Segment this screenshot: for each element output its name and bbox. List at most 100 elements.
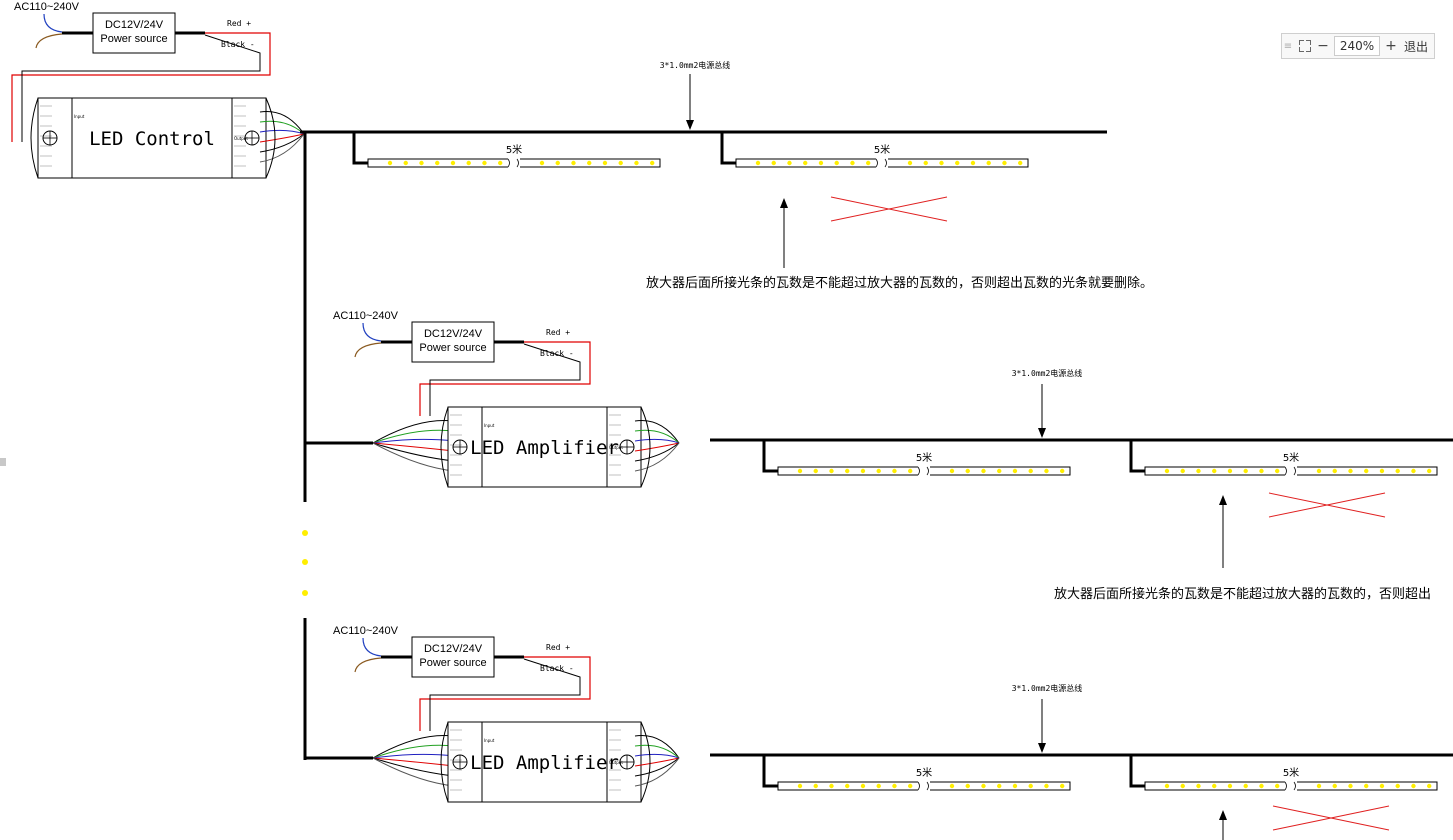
bus-label: 3*1.0mm2电源总线 xyxy=(660,60,731,70)
led-dot xyxy=(787,160,792,166)
black-wire xyxy=(429,343,581,416)
led-dot xyxy=(834,160,839,166)
note-arrow-head xyxy=(780,198,788,208)
led-dot xyxy=(1379,468,1385,474)
led-dot xyxy=(387,160,393,166)
branch-wire xyxy=(720,132,736,165)
output-wire xyxy=(634,442,680,452)
output-wire xyxy=(634,757,680,787)
led-dot xyxy=(539,160,545,166)
led-dot xyxy=(1196,468,1201,474)
led-dot xyxy=(955,160,960,166)
led-dot xyxy=(587,160,592,166)
strip-length-label: 5米 xyxy=(916,451,932,464)
output-wire xyxy=(634,419,680,444)
side-handle[interactable] xyxy=(0,458,6,466)
input-tag: Input xyxy=(74,114,85,119)
power-source-label: Power source xyxy=(419,342,486,354)
led-dot xyxy=(650,160,655,166)
zoom-toolbar: ≡ − 240% + 退出 xyxy=(1281,33,1435,59)
led-dot xyxy=(949,468,955,474)
black-wire xyxy=(429,658,581,731)
led-dot xyxy=(1196,783,1201,789)
output-wire xyxy=(634,744,680,759)
led-dot xyxy=(1012,468,1018,474)
input-wire xyxy=(372,757,455,777)
output-wire xyxy=(634,438,680,444)
led-dot xyxy=(634,160,639,166)
power-source-label: DC12V/24V xyxy=(424,643,483,655)
input-wire xyxy=(372,753,455,759)
black-wire xyxy=(21,34,261,142)
input-wire xyxy=(372,429,455,444)
output-tag: Output xyxy=(234,136,248,141)
branch-wire xyxy=(352,132,368,165)
device-cap xyxy=(440,406,449,488)
zoom-in-button[interactable]: + xyxy=(1385,38,1397,54)
led-dot xyxy=(908,783,913,789)
device-cap xyxy=(30,97,39,179)
led-dot xyxy=(1243,783,1248,789)
continuation-dot xyxy=(302,559,308,565)
led-dot xyxy=(1243,468,1248,474)
input-wire xyxy=(372,757,455,787)
led-dot xyxy=(1332,468,1337,474)
continuation-dot xyxy=(302,530,308,536)
led-dot xyxy=(1427,468,1432,474)
led-dot xyxy=(981,783,986,789)
fit-screen-icon[interactable] xyxy=(1296,37,1314,55)
zoom-level[interactable]: 240% xyxy=(1334,36,1380,56)
strip-break xyxy=(875,158,887,168)
led-dot xyxy=(845,783,850,789)
drag-grip-icon[interactable]: ≡ xyxy=(1283,40,1293,52)
ac-wire xyxy=(354,342,382,358)
input-wire xyxy=(372,735,455,759)
strip-break xyxy=(507,158,519,168)
led-dot xyxy=(1427,783,1432,789)
input-wire xyxy=(372,442,455,472)
led-dot xyxy=(571,160,576,166)
black-wire-label: Black - xyxy=(221,40,255,49)
power-source-box xyxy=(411,321,495,363)
led-dot xyxy=(1060,783,1065,789)
power-source-label: Power source xyxy=(419,657,486,669)
red-wire-label: Red + xyxy=(546,328,570,337)
output-wire xyxy=(259,110,305,135)
led-dot xyxy=(1275,468,1280,474)
led-dot xyxy=(435,160,440,166)
led-dot xyxy=(755,160,761,166)
ac-wire xyxy=(362,637,382,657)
bus-arrow-head xyxy=(1038,743,1046,753)
led-dot xyxy=(482,160,487,166)
device-cap xyxy=(265,97,276,179)
led-dot xyxy=(1044,468,1049,474)
led-dot xyxy=(1411,783,1416,789)
led-dot xyxy=(1395,783,1400,789)
led-dot xyxy=(1316,783,1322,789)
led-dot xyxy=(803,160,808,166)
branch-wire xyxy=(762,755,778,788)
device-cap xyxy=(440,721,449,803)
output-tag: Output xyxy=(609,760,623,765)
delete-cross xyxy=(1268,492,1386,518)
led-dot xyxy=(997,783,1002,789)
led-dot xyxy=(1364,468,1369,474)
led-dot xyxy=(986,160,991,166)
input-tag: Input xyxy=(484,738,495,743)
zoom-out-button[interactable]: − xyxy=(1317,38,1329,54)
led-dot xyxy=(818,160,824,166)
red-wire-label: Red + xyxy=(546,643,570,652)
led-dot xyxy=(771,160,776,166)
input-wire xyxy=(372,442,455,462)
led-dot xyxy=(1227,783,1233,789)
note-arrow-head xyxy=(1219,495,1227,505)
output-wire xyxy=(634,757,680,777)
power-source-label: DC12V/24V xyxy=(105,19,164,31)
led-dot xyxy=(1028,783,1033,789)
output-wire xyxy=(634,442,680,472)
led-dot xyxy=(618,160,623,166)
note-text: 放大器后面所接光条的瓦数是不能超过放大器的瓦数的，否则超出瓦数的光条就要删除。 xyxy=(646,275,1153,291)
exit-button[interactable]: 退出 xyxy=(1404,39,1429,54)
led-dot xyxy=(813,783,818,789)
